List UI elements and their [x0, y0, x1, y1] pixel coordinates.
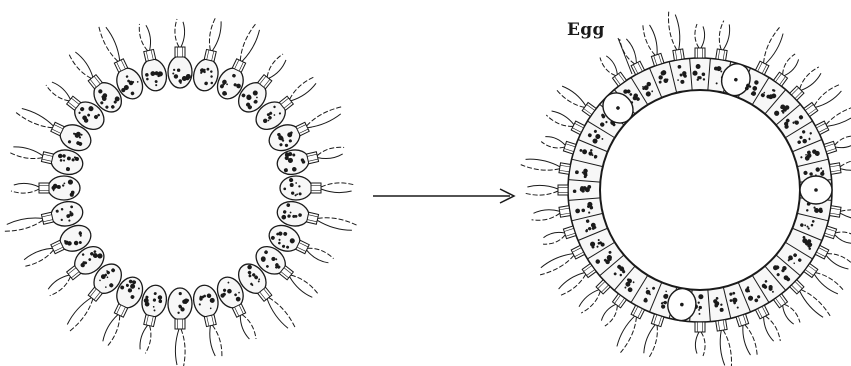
egg-label: Egg	[567, 20, 605, 40]
transition-arrow	[373, 189, 514, 203]
colony-cell	[168, 288, 192, 366]
colony-cell	[168, 19, 192, 88]
left-colony	[1, 15, 359, 366]
right-colony	[520, 10, 851, 366]
colony-cell	[280, 176, 355, 200]
egg-cell	[800, 176, 832, 204]
colony-cell	[11, 176, 80, 200]
